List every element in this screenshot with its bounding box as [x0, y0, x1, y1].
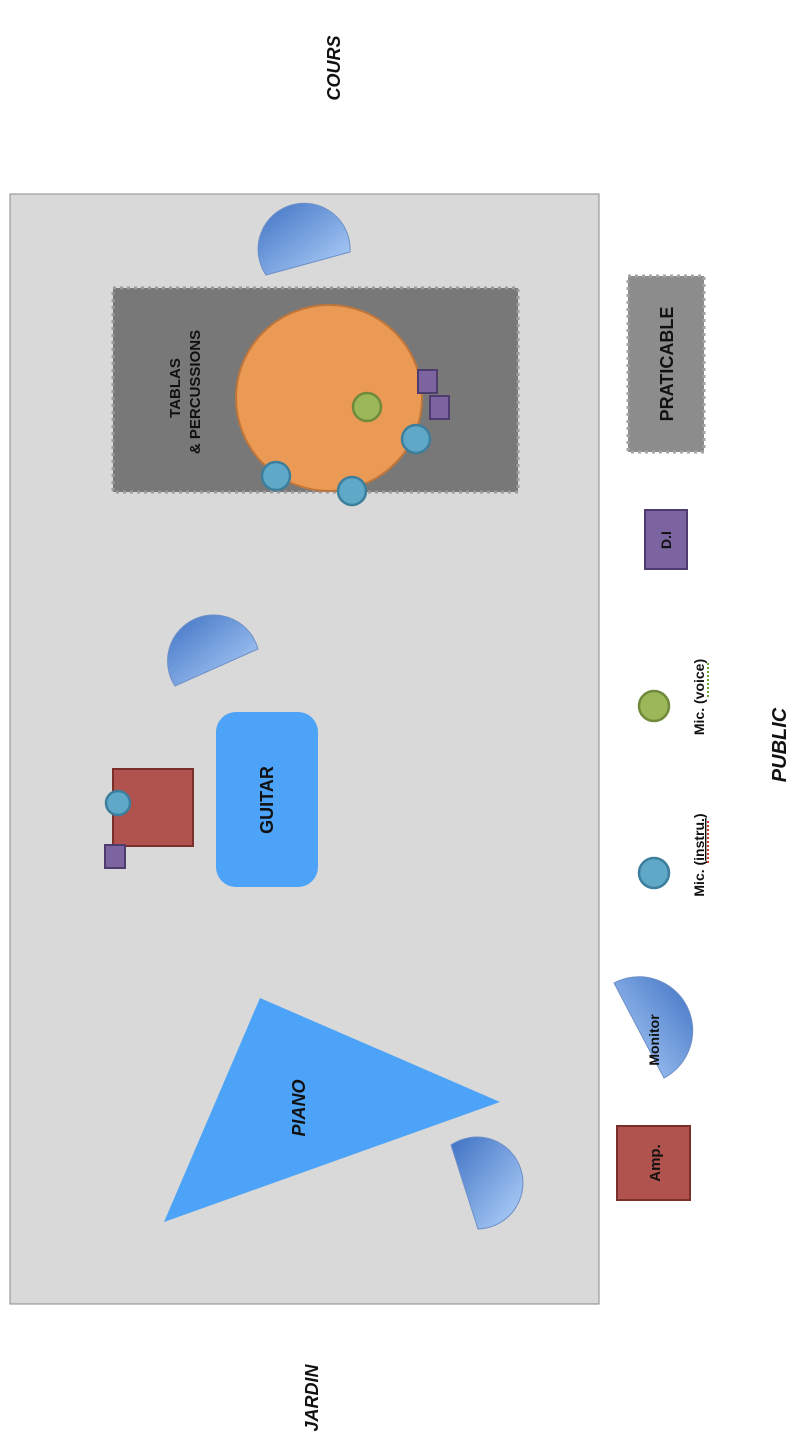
legend-di-swatch	[644, 509, 688, 570]
mic-instru-percussion-2	[336, 475, 368, 507]
monitor-wedge-piano	[450, 1136, 524, 1230]
mic-instru-percussion-1	[400, 423, 432, 455]
legend-amp-label: Amp.	[647, 1144, 664, 1182]
legend-mic-voice-suffix: )	[691, 659, 707, 664]
legend-mic-instru-word: instru.	[691, 818, 707, 861]
legend-mic-voice-label: Mic. (voice)	[691, 659, 707, 735]
legend-monitor-label: Monitor	[646, 1014, 662, 1066]
side-label-jardin: JARDIN	[302, 1363, 322, 1431]
percussion-label-line2: & PERCUSSIONS	[187, 330, 204, 454]
legend-praticable-label: PRATICABLE	[657, 307, 677, 422]
mic-voice-percussion	[351, 391, 383, 423]
guitar-block	[216, 712, 318, 887]
percussion-rug	[235, 304, 423, 492]
legend-mic-voice-word: voice	[691, 663, 707, 699]
side-label-cours: COURS	[324, 35, 344, 100]
legend-praticable-swatch	[626, 274, 706, 454]
legend-mic-voice-prefix: Mic. (	[691, 699, 707, 735]
legend-mic-voice-swatch	[637, 689, 671, 723]
di-box-percussion-1	[417, 369, 438, 394]
guitar-label: GUITAR	[257, 766, 277, 834]
legend-mic-instru-suffix: )	[691, 813, 707, 818]
monitor-wedge-guitar	[167, 614, 259, 687]
legend-di-label: D.I	[658, 531, 674, 549]
monitor-wedge-percussion	[257, 202, 351, 276]
mic-instru-guitar-amp	[104, 789, 132, 817]
piano-label: PIANO	[289, 1079, 309, 1136]
piano-shape	[164, 998, 500, 1222]
legend-amp-swatch	[616, 1125, 691, 1201]
mic-instru-percussion-3	[260, 460, 292, 492]
di-box-guitar	[104, 844, 126, 869]
audience-label: PUBLIC	[769, 707, 791, 782]
di-box-percussion-2	[429, 395, 450, 420]
legend-mic-instru-swatch	[637, 856, 671, 890]
percussion-label-line1: TABLAS	[167, 358, 184, 418]
legend-mic-instru-label: Mic. (instru.)	[691, 813, 707, 896]
legend-monitor-swatch	[613, 976, 694, 1079]
legend-mic-instru-prefix: Mic. (	[691, 861, 707, 897]
